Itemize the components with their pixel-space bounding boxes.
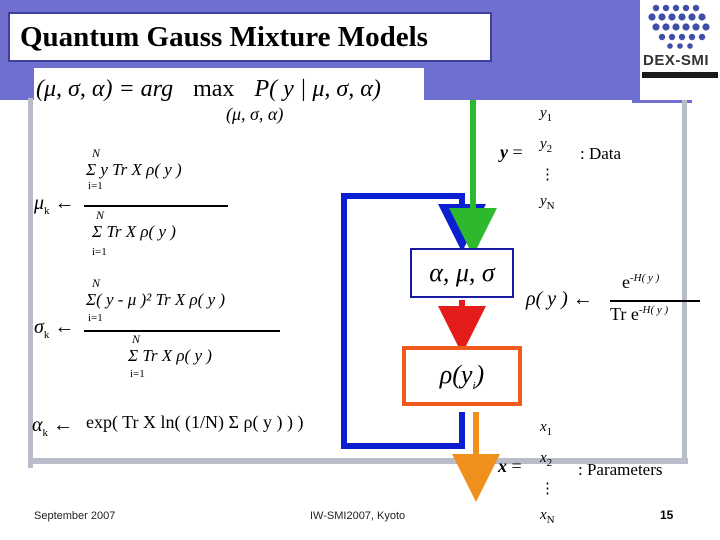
equation-data-label: : Data xyxy=(580,144,622,163)
frame-right-line xyxy=(682,98,687,464)
equation-mu-num-N: N xyxy=(92,146,101,160)
equation-mu-num-i: i=1 xyxy=(88,180,103,192)
blue-feedback-arrow xyxy=(341,193,486,449)
equation-sigma-lhs: σk ← xyxy=(34,316,75,341)
equation-sigma-denominator: Σ Tr X ρ( y ) xyxy=(128,346,212,365)
equation-mu-lhs: μk ← xyxy=(34,192,75,217)
equation-data-y: y = xyxy=(500,142,523,162)
slide-title: Quantum Gauss Mixture Models xyxy=(20,20,428,53)
rho-box: ρ(yi) xyxy=(402,346,522,406)
equation-argmax: (μ, σ, α) = arg max P( y | μ, σ, α) (μ, … xyxy=(34,68,424,124)
rho-box-label: ρ(yi) xyxy=(439,359,485,393)
equation-argmax-max: max xyxy=(193,76,235,102)
frame-left-line xyxy=(28,98,33,468)
equation-rho-fraction-line xyxy=(610,300,700,302)
logo-dots-icon xyxy=(648,4,710,49)
equation-sigma-num-N: N xyxy=(92,276,101,290)
slide-title-box: Quantum Gauss Mixture Models xyxy=(8,12,492,62)
equation-alpha-lhs: αk ← xyxy=(32,414,73,439)
equation-params-x: x = xyxy=(498,456,522,476)
equation-mu-numerator: Σ y Tr X ρ( y ) xyxy=(86,160,182,179)
equation-rho-lhs: ρ( y ) ← xyxy=(526,288,593,310)
footer-conference: IW-SMI2007, Kyoto xyxy=(310,510,406,522)
equation-sigma-num-i: i=1 xyxy=(88,312,103,324)
logo-text: DEX-SMI xyxy=(643,52,710,69)
params-box: α, μ, σ xyxy=(410,248,514,298)
equation-argmax-under: (μ, σ, α) xyxy=(226,104,284,124)
logo: DEX-SMI xyxy=(640,0,720,100)
equation-rho-numerator: e-H( y ) xyxy=(622,272,660,292)
equation-sigma-den-i: i=1 xyxy=(130,368,145,380)
params-box-label: α, μ, σ xyxy=(429,258,495,287)
equation-sigma-den-N: N xyxy=(132,332,141,346)
equation-mu-den-i: i=1 xyxy=(92,246,107,258)
equation-mu-den-N: N xyxy=(96,208,105,222)
equation-mu-fraction-line xyxy=(84,205,228,207)
logo-underline xyxy=(642,72,718,78)
equation-alpha-rhs: exp( Tr X ln( (1/N) Σ ρ( y ) ) ) xyxy=(86,412,304,432)
equation-argmax-lhs: (μ, σ, α) = arg xyxy=(36,76,174,102)
equation-rho-denominator: Tr e-H( y ) xyxy=(610,304,669,324)
footer-date: September 2007 xyxy=(34,510,116,522)
equation-argmax-rhs: P( y | μ, σ, α) xyxy=(254,76,381,102)
equation-params-label: : Parameters xyxy=(578,460,663,479)
equation-sigma-numerator: Σ( y - μ )² Tr X ρ( y ) xyxy=(86,290,226,309)
page-number: 15 xyxy=(660,508,674,522)
equation-mu-denominator: Σ Tr X ρ( y ) xyxy=(92,222,176,241)
frame-bottom-line xyxy=(28,458,688,464)
equation-sigma-fraction-line xyxy=(84,330,280,332)
